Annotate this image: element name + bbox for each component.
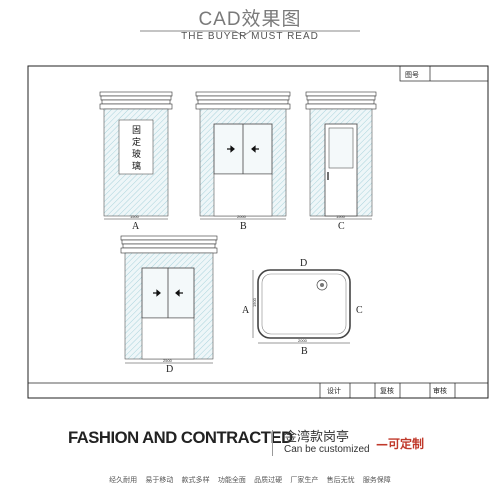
feature-item: 款式多样 xyxy=(181,476,210,484)
plan-view: 2000 1500 D A C B xyxy=(242,258,363,357)
footer-approve: 审核 xyxy=(433,386,447,395)
title-block: 图号 xyxy=(399,65,489,82)
dim-d: 2500 xyxy=(163,358,173,363)
drawing-frame xyxy=(27,65,489,399)
feature-item: 品质过硬 xyxy=(254,476,283,484)
title-decoration xyxy=(140,30,360,37)
page-title: CAD效果图 xyxy=(198,9,302,30)
fixed-glass-char-3: 玻 xyxy=(132,148,141,160)
feature-item: 功能全面 xyxy=(217,476,246,484)
feature-list: 经久耐用 易于移动 款式多样 功能全面 品质过硬 厂家生产 售后无忧 服务保障 xyxy=(0,475,500,485)
drawing-number-label: 图号 xyxy=(405,71,419,79)
feature-item: 售后无忧 xyxy=(326,476,355,484)
plan-label-left: A xyxy=(242,305,250,316)
brand-slogan: FASHION AND CONTRACTED xyxy=(68,428,293,447)
feature-item: 经久耐用 xyxy=(109,476,138,484)
brand-name: 金湾款岗亭 xyxy=(284,430,350,445)
footer-design: 设计 xyxy=(327,386,341,395)
feature-item: 厂家生产 xyxy=(290,476,319,484)
elevation-view-d: 2500 D xyxy=(120,235,218,375)
dim-plan-left: 1500 xyxy=(252,297,257,307)
dim-a: 1500 xyxy=(130,214,140,219)
dim-b: 2000 xyxy=(237,214,247,219)
elevation-view-c: 1500 C xyxy=(305,91,377,232)
feature-item: 易于移动 xyxy=(145,476,174,484)
elevation-view-a: 固 定 玻 璃 1500 A xyxy=(99,91,173,232)
fixed-glass-char-2: 定 xyxy=(132,136,141,148)
custom-badge: —可定制 xyxy=(376,437,425,451)
plan-label-right: C xyxy=(356,305,363,316)
fixed-glass-char-1: 固 xyxy=(132,125,141,136)
cad-drawing: 图号 设计 复核 审核 固 定 玻 璃 1500 A xyxy=(27,65,489,399)
footer-strip: 设计 复核 审核 xyxy=(28,382,488,398)
view-label-b: B xyxy=(240,221,247,232)
brand-divider xyxy=(272,430,273,456)
dim-plan-bottom: 2000 xyxy=(298,338,308,343)
fixed-glass-char-4: 璃 xyxy=(132,160,141,172)
plan-label-top: D xyxy=(300,258,307,269)
view-label-a: A xyxy=(132,221,140,232)
plan-label-bottom: B xyxy=(301,346,308,357)
view-label-d: D xyxy=(166,364,173,375)
footer-review: 复核 xyxy=(380,386,394,395)
page-subtitle: THE BUYER MUST READ xyxy=(181,31,319,42)
view-label-c: C xyxy=(338,221,345,232)
elevation-view-b: 2000 B xyxy=(195,91,291,232)
dim-c: 1500 xyxy=(336,214,346,219)
brand-tagline: Can be customized xyxy=(284,444,370,455)
feature-item: 服务保障 xyxy=(362,476,391,484)
